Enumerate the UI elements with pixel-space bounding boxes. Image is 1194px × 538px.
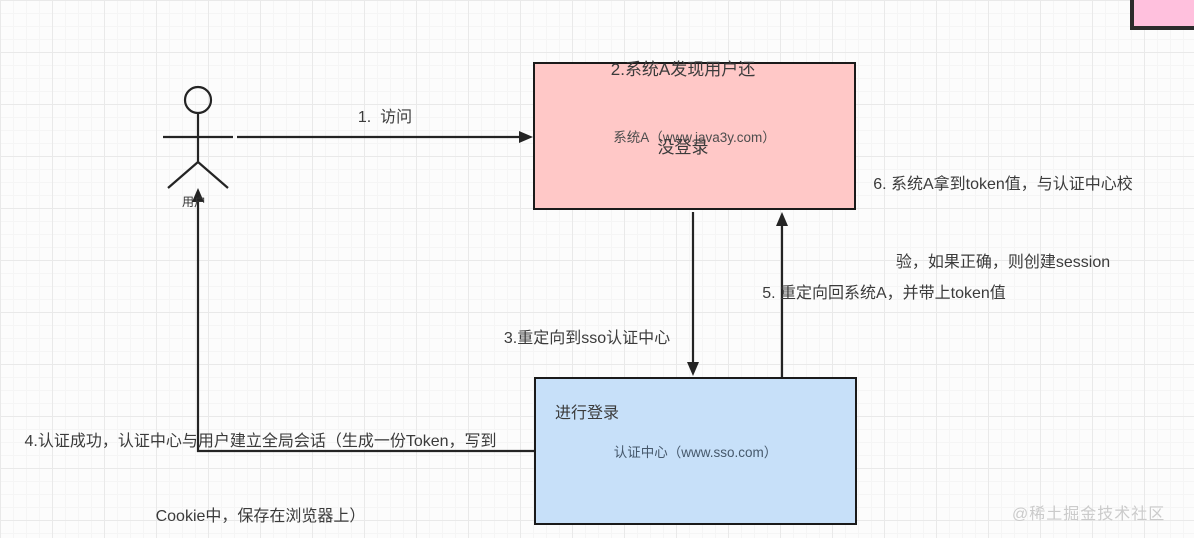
label-step4-line1: 4.认证成功，认证中心与用户建立全局会话（生成一份Token，写到	[24, 433, 497, 450]
node-system-a-label: 系统A（www.java3y.com）	[613, 130, 776, 145]
user-actor-icon	[163, 85, 233, 189]
watermark-text: @稀土掘金技术社区	[1012, 506, 1166, 523]
arrow-step3-redirect-to-sso	[687, 212, 699, 376]
partial-corner-box	[1130, 0, 1194, 30]
label-step3-line1: 3.重定向到sso认证中心	[503, 330, 671, 347]
label-step6-line2: 验，如果正确，则创建session	[895, 254, 1111, 271]
label-step6-verify-token: 6. 系统A拿到token值，与认证中心校 验，如果正确，则创建session	[873, 120, 1133, 328]
label-step4-auth-success: 4.认证成功，认证中心与用户建立全局会话（生成一份Token，写到 Cookie…	[8, 379, 513, 538]
label-step4-line2: Cookie中，保存在浏览器上）	[155, 508, 366, 525]
arrow-step1-access	[237, 131, 533, 143]
node-system-a: 系统A（www.java3y.com）	[533, 62, 856, 210]
label-step3-line2: 进行登录	[554, 405, 619, 422]
label-step6-line1: 6. 系统A拿到token值，与认证中心校	[873, 176, 1133, 193]
label-step2-line2: 没登录	[657, 138, 709, 157]
label-step5-redirect-back: 5. 重定向回系统A，并带上token值	[762, 285, 1006, 302]
actor-label: 用户	[181, 195, 207, 209]
arrow-step4-session-to-user	[192, 188, 534, 453]
label-step3-redirect-sso: 3.重定向到sso认证中心 进行登录	[504, 276, 670, 476]
label-step1-access: 1. 访问	[357, 109, 413, 126]
label-step2-line1: 2.系统A发现用户还	[610, 60, 756, 79]
node-sso-center-label: 认证中心（www.sso.com）	[613, 445, 778, 460]
label-step2-not-logged-in: 2.系统A发现用户还 没登录	[611, 5, 756, 213]
node-sso-center: 认证中心（www.sso.com）	[534, 377, 857, 525]
arrow-step5-redirect-back	[776, 212, 788, 377]
